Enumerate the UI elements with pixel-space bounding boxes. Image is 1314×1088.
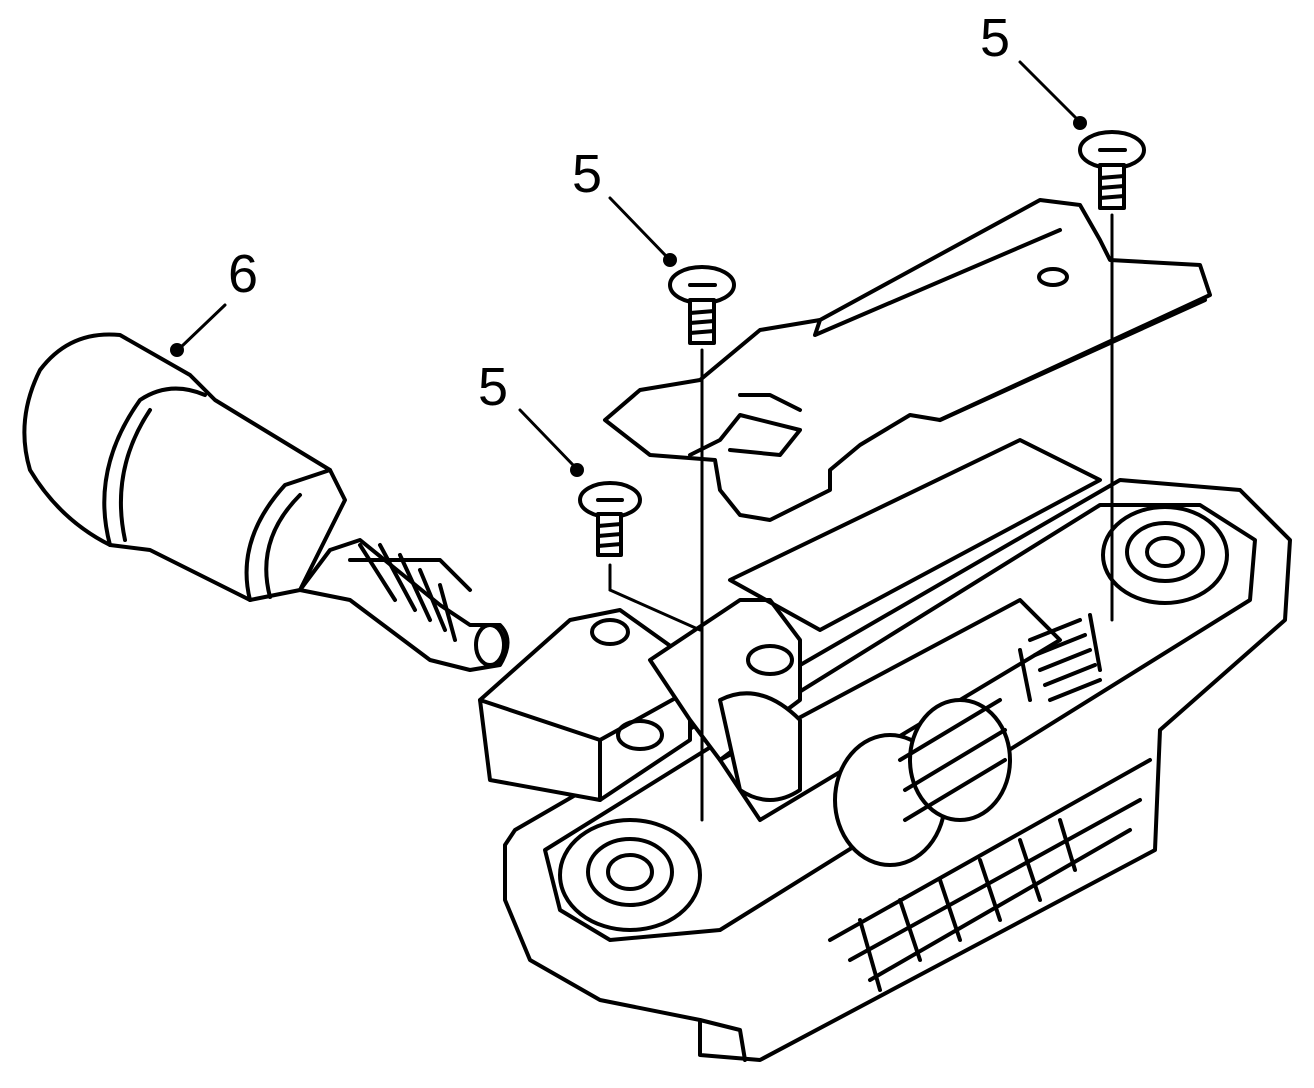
callout-6-motor: 6: [228, 244, 258, 304]
callout-5-right: 5: [980, 8, 1010, 68]
callout-labels: 5 5 5 6: [228, 8, 1010, 417]
screw-middle: [668, 265, 736, 345]
screw-right: [1078, 130, 1146, 210]
callout-5-left: 5: [478, 357, 508, 417]
housing-icon: [478, 438, 1292, 1062]
cover-plate-icon: [603, 198, 1212, 522]
screw-left: [578, 481, 642, 557]
motor-icon: [22, 332, 510, 672]
leader-lines: [170, 60, 1087, 477]
assembly-guide-lines: [608, 213, 1114, 822]
screw-icon: [578, 130, 1146, 557]
callout-5-middle: 5: [572, 144, 602, 204]
